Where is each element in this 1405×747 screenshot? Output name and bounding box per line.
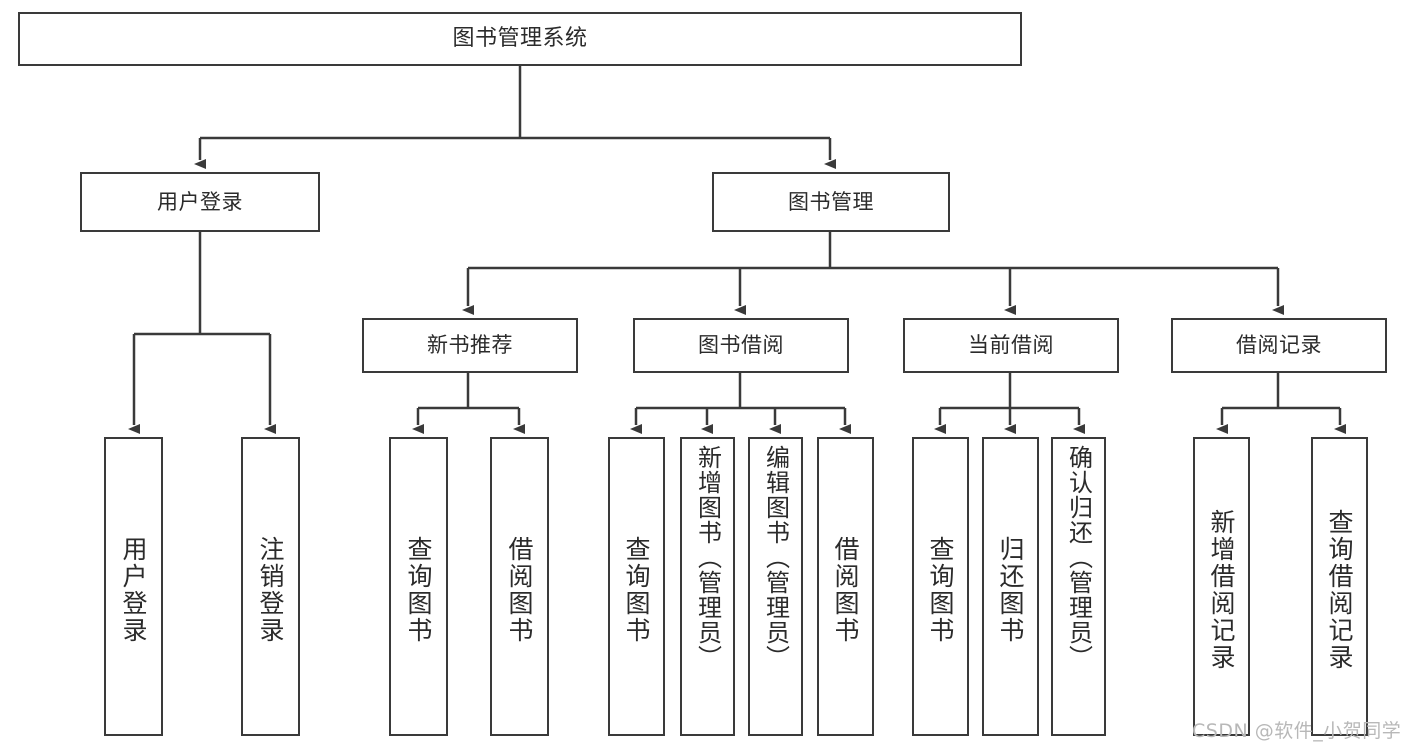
node-current-borrow[interactable]: 当前借阅 xyxy=(903,318,1119,373)
node-leaf-query-borrow-record-label: 查询借阅记录 xyxy=(1325,508,1354,671)
node-leaf-add-book-admin[interactable]: 新增图书（管理员） xyxy=(680,437,735,736)
node-leaf-add-borrow-record[interactable]: 新增借阅记录 xyxy=(1193,437,1250,736)
node-user-login-label: 用户登录 xyxy=(157,189,243,214)
node-leaf-edit-book-admin[interactable]: 编辑图书（管理员） xyxy=(748,437,803,736)
node-book-management[interactable]: 图书管理 xyxy=(712,172,950,232)
node-leaf-borrow-books-recommend[interactable]: 借阅图书 xyxy=(490,437,549,736)
node-leaf-query-books-recommend-label: 查询图书 xyxy=(404,535,433,644)
node-leaf-logout-label: 注销登录 xyxy=(256,535,285,644)
node-leaf-return-books[interactable]: 归还图书 xyxy=(982,437,1039,736)
node-leaf-query-borrow-record[interactable]: 查询借阅记录 xyxy=(1311,437,1368,736)
node-leaf-add-borrow-record-label: 新增借阅记录 xyxy=(1207,508,1236,671)
node-root-label: 图书管理系统 xyxy=(452,26,588,52)
node-new-book-recommend-label: 新书推荐 xyxy=(427,333,513,358)
node-leaf-edit-book-admin-label: 编辑图书（管理员） xyxy=(761,445,790,670)
node-leaf-user-login[interactable]: 用户登录 xyxy=(104,437,163,736)
node-book-management-label: 图书管理 xyxy=(788,189,874,214)
node-leaf-confirm-return-admin-label: 确认归还（管理员） xyxy=(1064,445,1093,670)
node-leaf-query-books-borrow[interactable]: 查询图书 xyxy=(608,437,665,736)
node-book-borrow[interactable]: 图书借阅 xyxy=(633,318,849,373)
node-leaf-query-books-current-label: 查询图书 xyxy=(926,535,955,644)
node-new-book-recommend[interactable]: 新书推荐 xyxy=(362,318,578,373)
node-current-borrow-label: 当前借阅 xyxy=(968,333,1054,358)
node-leaf-borrow-books-borrow-label: 借阅图书 xyxy=(831,535,860,644)
node-borrow-records[interactable]: 借阅记录 xyxy=(1171,318,1387,373)
node-leaf-confirm-return-admin[interactable]: 确认归还（管理员） xyxy=(1051,437,1106,736)
node-leaf-query-books-borrow-label: 查询图书 xyxy=(622,535,651,644)
node-leaf-return-books-label: 归还图书 xyxy=(996,535,1025,644)
csdn-watermark: CSDN @软件_小贺同学 xyxy=(1192,720,1402,742)
node-leaf-user-login-label: 用户登录 xyxy=(119,535,148,644)
node-leaf-query-books-recommend[interactable]: 查询图书 xyxy=(389,437,448,736)
node-leaf-add-book-admin-label: 新增图书（管理员） xyxy=(693,445,722,670)
node-root-book-management-system[interactable]: 图书管理系统 xyxy=(18,12,1022,66)
node-leaf-query-books-current[interactable]: 查询图书 xyxy=(912,437,969,736)
node-leaf-logout[interactable]: 注销登录 xyxy=(241,437,300,736)
node-leaf-borrow-books-recommend-label: 借阅图书 xyxy=(505,535,534,644)
node-leaf-borrow-books-borrow[interactable]: 借阅图书 xyxy=(817,437,874,736)
node-user-login[interactable]: 用户登录 xyxy=(80,172,320,232)
node-borrow-records-label: 借阅记录 xyxy=(1236,333,1322,358)
node-book-borrow-label: 图书借阅 xyxy=(698,333,784,358)
